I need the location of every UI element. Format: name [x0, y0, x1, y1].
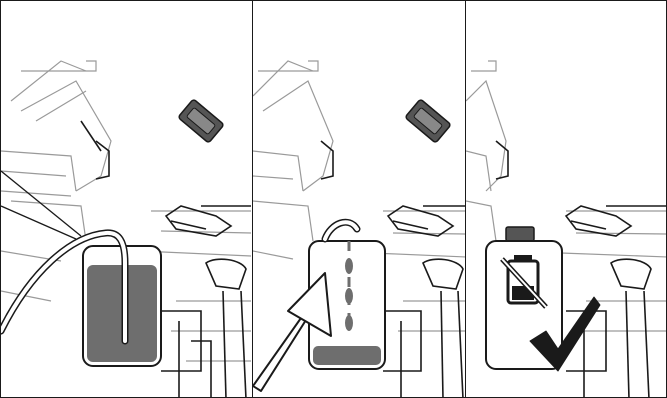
panel-tank-empty: [465, 0, 667, 398]
panel-1-illustration: [1, 1, 253, 398]
panel-3-illustration: [466, 1, 667, 398]
panel-2-illustration: [253, 1, 466, 398]
tank-cap-icon: [178, 99, 224, 143]
panel-pouring: [252, 0, 466, 398]
tank-cap-icon: [405, 99, 451, 143]
panel-drain-full-tank: [0, 0, 253, 398]
